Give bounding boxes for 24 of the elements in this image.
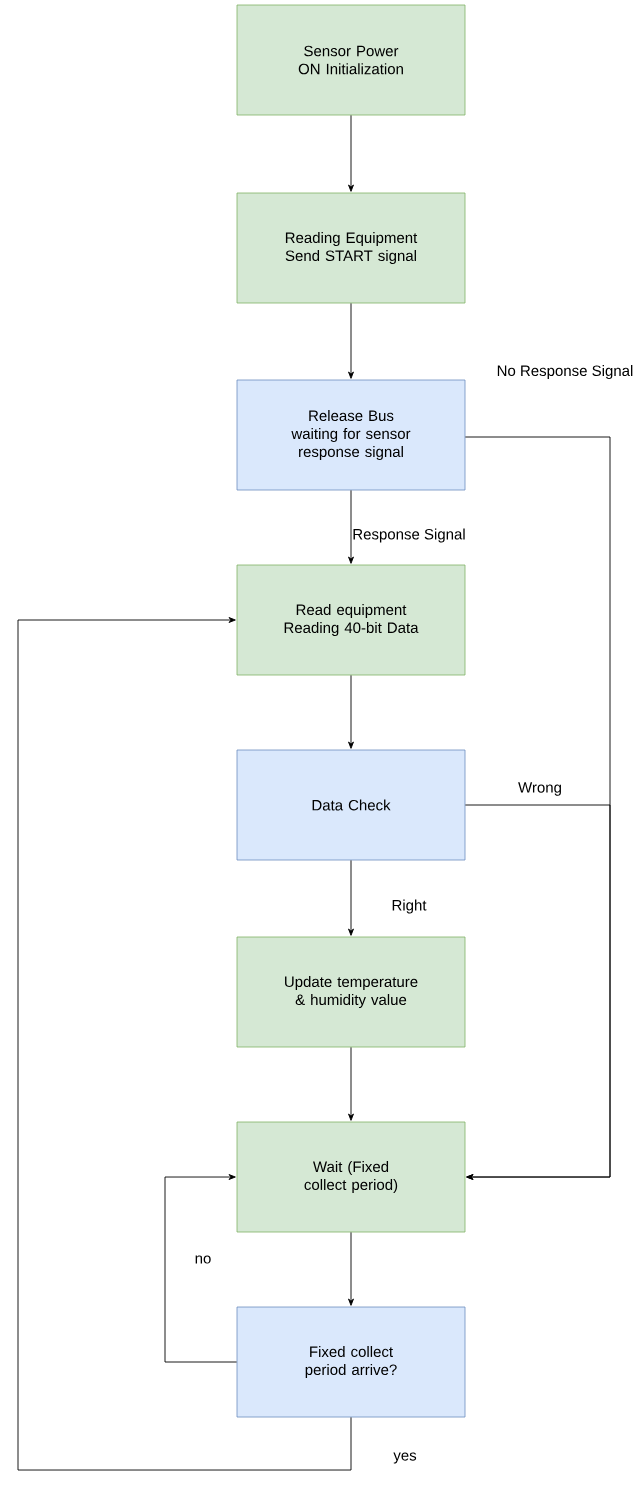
- process-box: Update temperature & humidity value: [236, 936, 466, 1048]
- process-box: Fixed collect period arrive?: [236, 1306, 466, 1418]
- process-box: Reading Equipment Send START signal: [236, 192, 466, 304]
- arrow: [17, 617, 352, 1471]
- edge-label: No Response Signal: [497, 365, 633, 379]
- arrow: [348, 114, 354, 192]
- edge-label: Response Signal: [353, 528, 465, 543]
- process-box: Read equipment Reading 40-bit Data: [236, 564, 466, 676]
- arrow: [348, 302, 354, 379]
- arrow: [348, 1046, 354, 1121]
- edge-label: no: [195, 1255, 211, 1264]
- arrow: [464, 804, 611, 1180]
- process-box: Sensor Power ON Initialization: [236, 4, 466, 116]
- process-box: Wait (Fixed collect period): [236, 1121, 466, 1233]
- arrow: [348, 489, 354, 564]
- arrow: [348, 674, 354, 749]
- edge-label: Wrong: [518, 782, 561, 796]
- process-box: Data Check: [236, 749, 466, 861]
- edge-label: Right: [392, 899, 427, 914]
- arrow: [348, 1231, 354, 1306]
- arrow: [164, 1174, 238, 1363]
- process-box: Release Bus waiting for sensor response signal: [236, 379, 466, 491]
- arrow: [348, 859, 354, 936]
- edge-label: yes: [393, 1452, 417, 1464]
